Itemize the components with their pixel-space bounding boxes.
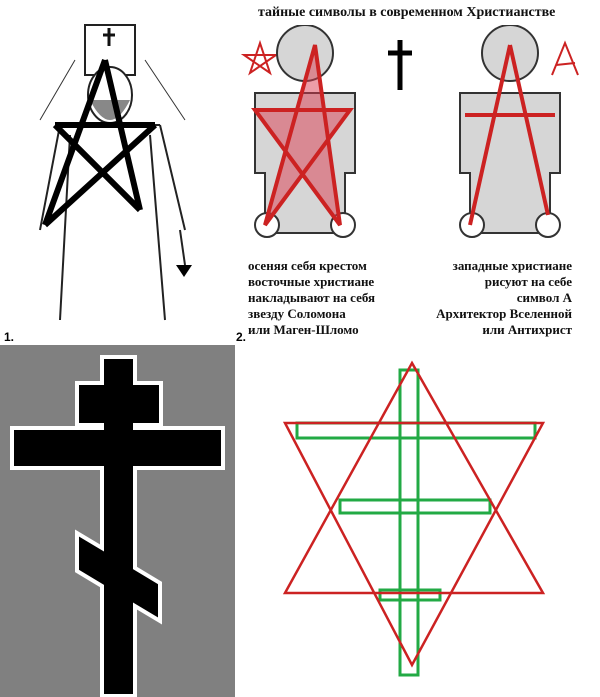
orthodox-cross-icon: [10, 355, 225, 697]
pentagram-icon: [240, 39, 280, 76]
cross-icon: [388, 40, 412, 90]
figures-diagram: [240, 25, 579, 238]
caption-line: или Маген-Шломо: [248, 322, 359, 337]
caption-line: восточные христиане: [248, 274, 375, 289]
caption-line: рисуют на себе: [484, 274, 572, 289]
title: тайные символы в современном Христианств…: [258, 5, 556, 20]
caption-line: или Антихрист: [482, 322, 572, 337]
label-1: 1.: [4, 330, 15, 344]
caption-line: символ А: [516, 290, 572, 305]
orthodox-cross-panel: [0, 345, 235, 697]
caption-line: накладывают на себя: [248, 290, 376, 305]
caption-line: звезду Соломона: [248, 306, 346, 321]
star-cross-diagram: [282, 360, 546, 677]
letter-a-icon: [551, 40, 579, 76]
caption-line: западные христиане: [452, 258, 572, 273]
priest-pentagram-drawing: [39, 24, 192, 321]
caption-line: Архитектор Вселенной: [436, 306, 572, 321]
western-caption: западные христиане рисуют на себе символ…: [400, 258, 572, 338]
label-2: 2.: [236, 330, 247, 344]
caption-line: осеняя себя крестом: [248, 258, 367, 273]
eastern-caption: осеняя себя крестом восточные христиане …: [248, 258, 375, 338]
